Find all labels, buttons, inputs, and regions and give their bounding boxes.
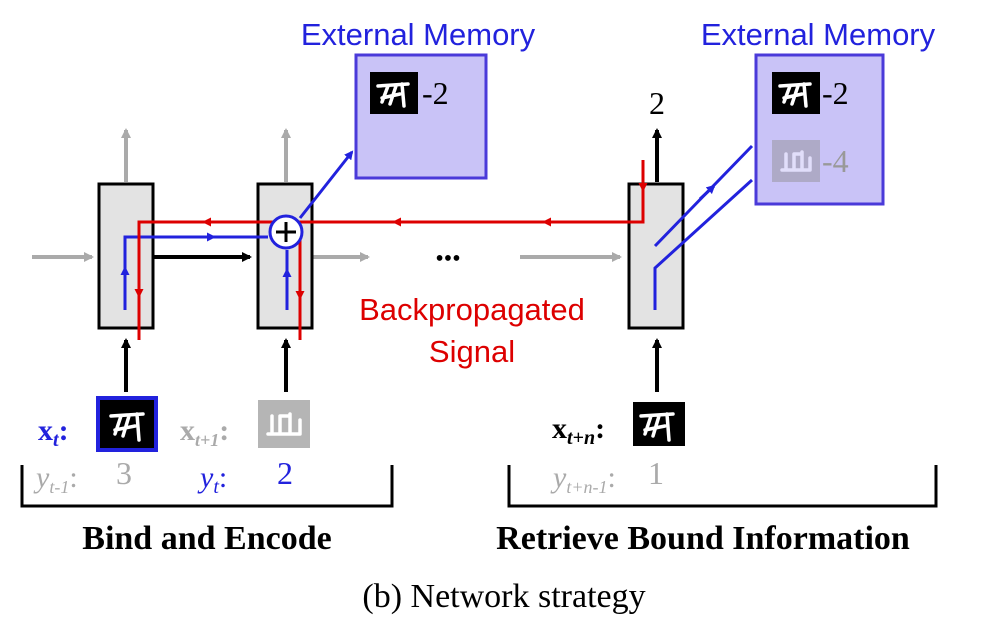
input-x-t1: xt+1: bbox=[180, 400, 310, 450]
memory-title-left: External Memory bbox=[301, 17, 536, 52]
backprop-signal bbox=[134, 160, 648, 340]
svg-text:xt+1:: xt+1: bbox=[180, 414, 229, 450]
character-glyph-icon bbox=[772, 140, 820, 182]
signal-label-line1: Backpropagated bbox=[359, 292, 585, 327]
character-glyph-icon bbox=[258, 400, 310, 448]
character-glyph-icon bbox=[109, 412, 145, 442]
svg-text:1: 1 bbox=[648, 455, 664, 491]
memory-value-right-1: -2 bbox=[822, 75, 849, 111]
character-glyph-icon bbox=[633, 402, 685, 446]
section-brackets bbox=[20, 465, 938, 508]
input-x-tn: xt+n: bbox=[552, 402, 685, 449]
character-glyph-icon bbox=[370, 72, 418, 114]
add-operator-icon bbox=[268, 214, 304, 250]
svg-text:3: 3 bbox=[116, 455, 132, 491]
svg-text:xt:: xt: bbox=[38, 414, 69, 451]
external-memory-left: External Memory -2 bbox=[301, 17, 536, 180]
svg-text:yt-1:: yt-1: bbox=[33, 461, 78, 497]
forward-signal bbox=[120, 144, 754, 310]
label-y-tn1: yt+n-1: 1 bbox=[550, 455, 664, 497]
label-y-t: yt: 2 bbox=[197, 455, 293, 498]
signal-label-line2: Signal bbox=[429, 334, 515, 369]
cell-t1 bbox=[256, 182, 314, 330]
svg-text:2: 2 bbox=[277, 455, 293, 491]
section-title-retrieve: Retrieve Bound Information bbox=[496, 520, 910, 557]
svg-text:xt+n:: xt+n: bbox=[552, 412, 605, 449]
svg-text:yt+n-1:: yt+n-1: bbox=[550, 461, 616, 497]
section-title-bind: Bind and Encode bbox=[82, 520, 331, 557]
memory-title-right: External Memory bbox=[701, 17, 936, 52]
svg-text:yt:: yt: bbox=[197, 461, 227, 498]
figure-caption: (b) Network strategy bbox=[362, 578, 645, 615]
output-arrows bbox=[121, 128, 291, 182]
memory-value-left: -2 bbox=[422, 75, 449, 111]
ellipsis: ••• bbox=[435, 246, 460, 272]
input-x-t: xt: bbox=[38, 396, 158, 452]
memory-value-right-2: -4 bbox=[822, 143, 849, 179]
external-memory-right: External Memory -2 -4 bbox=[701, 17, 936, 206]
input-arrows bbox=[121, 338, 662, 392]
output-label: 2 bbox=[649, 85, 665, 121]
character-glyph-icon bbox=[772, 72, 820, 114]
label-y-t-minus-1: yt-1: 3 bbox=[33, 455, 132, 497]
